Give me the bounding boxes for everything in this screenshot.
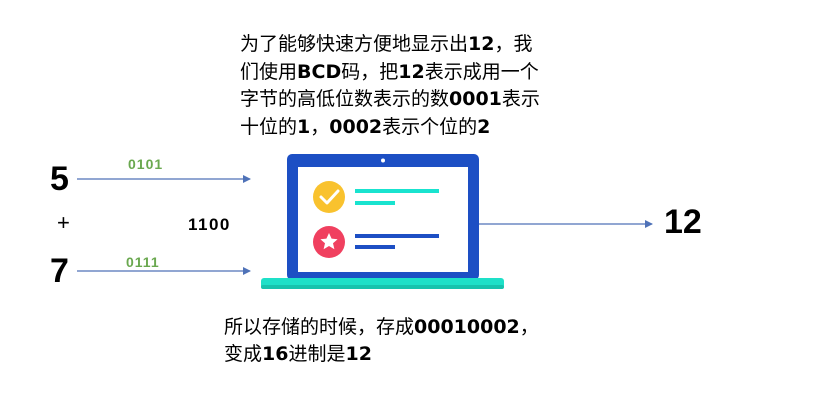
- top-note-line: 为了能够快速方便地显示出12，我: [240, 31, 590, 59]
- first-value: 5: [50, 160, 69, 198]
- top-note-line: 字节的高低位数表示的数0001表示: [240, 86, 590, 114]
- bold-text: 2: [477, 115, 491, 138]
- text-run: ，: [310, 115, 330, 138]
- text-run: 码，把: [341, 60, 399, 83]
- text-run: 们使用: [240, 60, 298, 83]
- check-badge-icon: [313, 181, 345, 213]
- text-run: ，: [519, 316, 539, 338]
- bold-text: 1: [297, 115, 311, 138]
- text-run: 所以存储的时候，存成: [224, 316, 415, 338]
- plus-operator: +: [57, 210, 70, 235]
- text-run: 变成: [224, 343, 263, 365]
- top-note-line: 们使用BCD码，把12表示成用一个: [240, 59, 590, 87]
- text-run: 表示成用一个: [424, 60, 539, 83]
- first-binary-label: 0101: [128, 156, 164, 172]
- bold-text: 0002: [329, 115, 383, 138]
- result-value: 12: [664, 203, 702, 241]
- bottom-note-line: 变成16进制是12: [224, 341, 584, 368]
- bold-text: 16: [262, 343, 289, 365]
- second-binary-label: 0111: [126, 254, 160, 270]
- text-run: 字节的高低位数表示的数: [240, 88, 450, 110]
- top-note-line: 十位的1，0002表示个位的2: [240, 114, 590, 142]
- bold-text: 12: [398, 60, 425, 83]
- laptop-camera: [381, 158, 385, 163]
- bold-text: 12: [345, 343, 372, 365]
- text-run: ，我: [494, 33, 533, 55]
- bold-text: 12: [468, 33, 495, 55]
- bottom-explanation: 所以存储的时候，存成00010002，变成16进制是12: [224, 314, 584, 368]
- text-run: 进制是: [288, 343, 346, 365]
- bottom-note-line: 所以存储的时候，存成00010002，: [224, 314, 584, 341]
- text-run: 表示: [501, 88, 540, 110]
- top-explanation: 为了能够快速方便地显示出12，我们使用BCD码，把12表示成用一个字节的高低位数…: [240, 31, 590, 141]
- bold-text: 00010002: [414, 316, 520, 338]
- text-run: 表示个位的: [382, 115, 478, 138]
- bold-text: 0001: [449, 88, 502, 110]
- sum-binary-label: 1100: [188, 215, 231, 234]
- second-value: 7: [50, 252, 69, 290]
- text-run: 为了能够快速方便地显示出: [240, 33, 469, 55]
- laptop-icon: [261, 154, 504, 289]
- star-badge-icon: [313, 226, 345, 258]
- bold-text: BCD: [297, 60, 342, 83]
- laptop-base-shadow: [261, 285, 504, 289]
- text-run: 十位的: [240, 115, 298, 138]
